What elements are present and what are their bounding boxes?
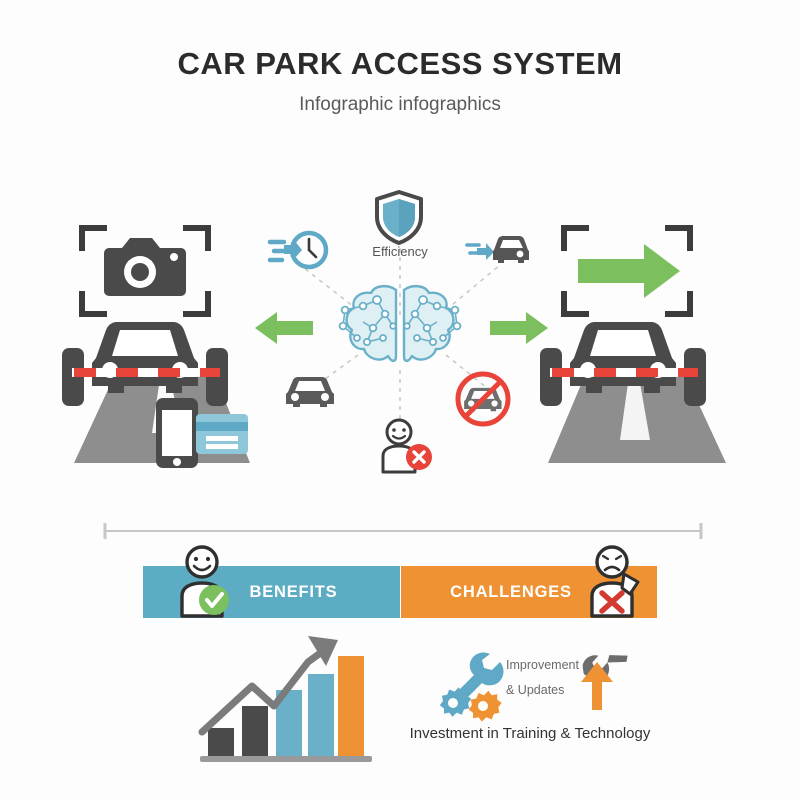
bar-2 (242, 706, 268, 756)
scan-frame (79, 225, 211, 317)
growth-bar-chart-icon (196, 634, 372, 762)
comparison-banners: BENEFITS CHALLENGES (0, 545, 800, 622)
person-denied-icon (381, 418, 432, 474)
header: CAR PARK ACCESS SYSTEM Infographic infog… (0, 44, 800, 118)
access-flow-diagram: Efficiency (0, 170, 800, 500)
camera-icon (104, 238, 186, 296)
arrow-right-icon (488, 308, 550, 348)
car-front-icon (570, 322, 676, 393)
node-ai-brain (333, 280, 467, 372)
brain-network-icon (338, 285, 462, 363)
right-access-scene (540, 218, 740, 468)
smartphone-icon (156, 398, 198, 468)
gear-icon-orange (468, 690, 502, 722)
shield-icon (375, 190, 423, 245)
node-efficiency (370, 188, 428, 246)
node-fast-vehicle (465, 228, 532, 272)
improvement-label-line2: & Updates (506, 683, 565, 697)
chart-bars (208, 656, 364, 756)
car-front-icon (92, 322, 198, 393)
node-efficiency-label: Efficiency (372, 244, 428, 259)
bottom-content: Improvement & Updates Investment in Trai… (0, 620, 800, 800)
bar-5 (338, 656, 364, 756)
bar-1 (208, 728, 234, 756)
bar-chart (198, 636, 372, 762)
person-rejected-icon (578, 544, 650, 620)
arrow-right-green-icon (578, 244, 680, 298)
clock-speed-icon (267, 230, 329, 270)
page-title: CAR PARK ACCESS SYSTEM (177, 46, 623, 81)
improvement-label-line1: Improvement (506, 658, 579, 672)
gear-icon-blue (439, 687, 472, 717)
gears-wrench-icon (432, 648, 518, 722)
no-car-icon (455, 371, 511, 427)
scan-frame (561, 225, 693, 317)
bar-4 (308, 674, 334, 756)
payment-card-icon (196, 414, 248, 454)
section-divider (103, 520, 703, 542)
orange-up-arrow-icon (565, 648, 629, 712)
road-marking (620, 383, 650, 440)
barrier-gate-open (540, 348, 706, 406)
fast-car-icon (465, 236, 529, 263)
hub-connector-lines (299, 230, 501, 425)
trend-arrow (198, 636, 338, 736)
page-subtitle: Infographic infographics (299, 94, 501, 115)
arrow-left-icon (253, 308, 315, 348)
chart-baseline (200, 756, 372, 762)
left-access-scene (60, 218, 260, 468)
node-no-vehicle (452, 368, 514, 430)
challenges-banner-label: CHALLENGES (450, 582, 572, 601)
benefits-banner-label: BENEFITS (249, 582, 338, 601)
node-fast-processing (267, 226, 330, 276)
investment-caption: Investment in Training & Technology (409, 725, 651, 742)
car-front-icon (286, 377, 334, 407)
person-approved-icon (168, 544, 240, 620)
node-person-denied (375, 418, 437, 476)
node-vehicle-entry (282, 372, 338, 412)
barrier-gate-closed (62, 348, 228, 406)
arrow-up-shape (581, 662, 613, 710)
